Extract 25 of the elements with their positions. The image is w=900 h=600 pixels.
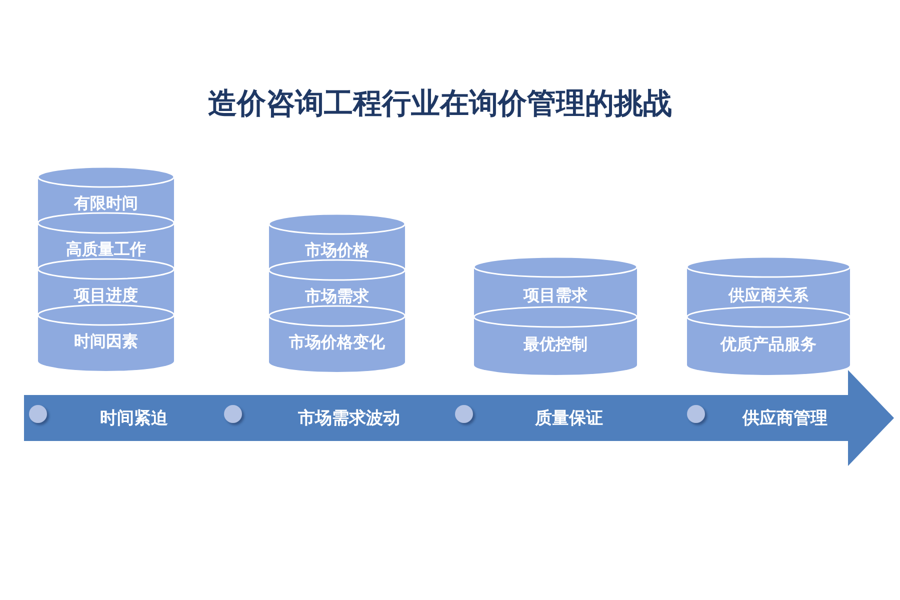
cylinder-segment — [37, 166, 175, 212]
segment-label: 项目需求 — [524, 286, 588, 306]
cylinder-segment — [686, 306, 851, 376]
segment-label: 优质产品服务 — [720, 334, 816, 356]
segment-label: 市场价格 — [305, 240, 369, 262]
cylinder-segment — [268, 305, 406, 373]
category-label: 市场需求波动 — [298, 408, 400, 430]
segment-label: 时间因素 — [74, 332, 138, 352]
category-label: 供应商管理 — [742, 408, 828, 430]
segment-label: 高质量工作 — [66, 240, 146, 260]
cylinder-segment — [37, 304, 175, 372]
cylinder-segment — [473, 306, 638, 376]
timeline-arrow — [24, 370, 894, 466]
segment-label: 项目进度 — [74, 286, 138, 306]
cylinder-segment — [686, 256, 851, 306]
cylinder-segment — [473, 256, 638, 306]
segment-label: 市场需求 — [305, 286, 369, 308]
segment-label: 市场价格变化 — [289, 332, 385, 354]
title: 造价咨询工程行业在询价管理的挑战 — [207, 85, 673, 122]
segment-label: 供应商关系 — [728, 286, 808, 306]
segment-label: 有限时间 — [74, 194, 138, 214]
cylinder-segment — [268, 213, 406, 259]
category-label: 质量保证 — [535, 408, 603, 430]
segment-label: 最优控制 — [524, 334, 588, 356]
category-label: 时间紧迫 — [100, 408, 168, 430]
